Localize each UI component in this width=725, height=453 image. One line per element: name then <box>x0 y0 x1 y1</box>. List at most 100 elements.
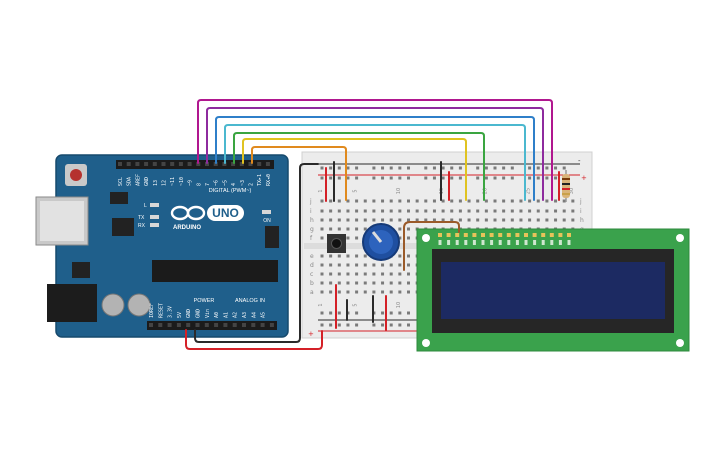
breadboard-hole[interactable] <box>441 209 445 213</box>
header-hole[interactable] <box>195 323 200 327</box>
breadboard-hole[interactable] <box>372 281 376 285</box>
rail-hole[interactable] <box>407 166 410 170</box>
breadboard-hole[interactable] <box>484 199 488 203</box>
breadboard-hole[interactable] <box>346 254 350 258</box>
breadboard-hole[interactable] <box>545 218 549 222</box>
rail-hole[interactable] <box>355 166 359 170</box>
lcd-pin[interactable] <box>446 233 451 237</box>
rail-hole[interactable] <box>536 176 540 180</box>
breadboard-hole[interactable] <box>389 281 393 285</box>
breadboard-hole[interactable] <box>363 254 367 258</box>
breadboard-hole[interactable] <box>329 209 333 213</box>
breadboard-hole[interactable] <box>432 199 436 203</box>
header-hole[interactable] <box>152 162 157 166</box>
breadboard-hole[interactable] <box>320 272 324 276</box>
header-hole[interactable] <box>149 323 153 327</box>
breadboard-hole[interactable] <box>346 199 350 203</box>
rail-hole[interactable] <box>398 166 402 170</box>
lcd-pin[interactable] <box>515 233 520 237</box>
breadboard-hole[interactable] <box>493 209 497 213</box>
header-hole[interactable] <box>251 323 256 327</box>
breadboard-hole[interactable] <box>398 227 402 231</box>
breadboard-hole[interactable] <box>363 281 367 285</box>
breadboard-hole[interactable] <box>337 209 341 213</box>
header-hole[interactable] <box>186 323 191 327</box>
lcd-pin[interactable] <box>541 233 546 237</box>
breadboard-hole[interactable] <box>415 209 419 213</box>
breadboard-hole[interactable] <box>337 281 341 285</box>
header-hole[interactable] <box>242 323 246 327</box>
breadboard-hole[interactable] <box>372 199 376 203</box>
rail-hole[interactable] <box>346 166 350 170</box>
header-hole[interactable] <box>269 323 274 327</box>
breadboard-hole[interactable] <box>458 199 462 203</box>
breadboard-hole[interactable] <box>372 263 376 267</box>
breadboard-hole[interactable] <box>467 218 471 222</box>
breadboard-hole[interactable] <box>329 199 333 203</box>
breadboard-hole[interactable] <box>329 263 333 267</box>
breadboard-hole[interactable] <box>536 199 540 203</box>
breadboard-hole[interactable] <box>363 199 367 203</box>
rail-hole[interactable] <box>320 166 324 170</box>
breadboard-hole[interactable] <box>320 281 324 285</box>
breadboard-hole[interactable] <box>363 272 367 276</box>
breadboard-hole[interactable] <box>450 218 454 222</box>
breadboard-hole[interactable] <box>441 199 445 203</box>
wire-pot-brown[interactable] <box>403 221 460 271</box>
breadboard-hole[interactable] <box>346 227 350 231</box>
breadboard-hole[interactable] <box>398 236 402 240</box>
breadboard-hole[interactable] <box>415 199 419 203</box>
breadboard-hole[interactable] <box>381 272 385 276</box>
breadboard-hole[interactable] <box>467 209 471 213</box>
lcd-pin[interactable] <box>472 233 477 237</box>
breadboard-hole[interactable] <box>320 236 324 240</box>
header-hole[interactable] <box>187 162 192 166</box>
rail-hole[interactable] <box>320 323 324 327</box>
rail-hole[interactable] <box>554 166 558 170</box>
wires[interactable] <box>185 99 560 350</box>
header-hole[interactable] <box>167 323 172 327</box>
breadboard-hole[interactable] <box>346 290 350 294</box>
rail-hole[interactable] <box>450 176 454 180</box>
breadboard-hole[interactable] <box>571 199 575 203</box>
breadboard-hole[interactable] <box>519 199 523 203</box>
rail-hole[interactable] <box>398 176 402 180</box>
breadboard-hole[interactable] <box>562 199 566 203</box>
breadboard-hole[interactable] <box>346 209 350 213</box>
breadboard-hole[interactable] <box>407 227 410 231</box>
lcd-pin[interactable] <box>567 233 571 237</box>
breadboard-hole[interactable] <box>502 218 506 222</box>
rail-hole[interactable] <box>441 166 445 170</box>
breadboard-hole[interactable] <box>424 209 428 213</box>
breadboard-hole[interactable] <box>346 236 350 240</box>
rail-hole[interactable] <box>346 323 350 327</box>
breadboard-hole[interactable] <box>355 281 359 285</box>
breadboard-hole[interactable] <box>355 263 359 267</box>
rail-hole[interactable] <box>545 176 549 180</box>
lcd-pin[interactable] <box>455 233 460 237</box>
breadboard-hole[interactable] <box>355 236 359 240</box>
breadboard-hole[interactable] <box>528 209 532 213</box>
header-hole[interactable] <box>239 162 244 166</box>
breadboard-hole[interactable] <box>381 290 385 294</box>
breadboard-hole[interactable] <box>337 290 341 294</box>
rail-hole[interactable] <box>407 323 410 327</box>
breadboard-hole[interactable] <box>346 272 350 276</box>
breadboard-hole[interactable] <box>424 199 428 203</box>
rail-hole[interactable] <box>536 166 540 170</box>
breadboard-hole[interactable] <box>407 272 410 276</box>
breadboard-hole[interactable] <box>389 209 393 213</box>
breadboard-hole[interactable] <box>476 218 480 222</box>
breadboard-hole[interactable] <box>337 218 341 222</box>
breadboard-hole[interactable] <box>320 209 324 213</box>
breadboard-hole[interactable] <box>329 272 333 276</box>
rail-hole[interactable] <box>389 176 393 180</box>
rail-hole[interactable] <box>493 176 497 180</box>
header-hole[interactable] <box>178 162 183 166</box>
header-hole[interactable] <box>213 162 218 166</box>
rail-hole[interactable] <box>398 323 402 327</box>
lcd-pin[interactable] <box>463 233 468 237</box>
breadboard-hole[interactable] <box>476 209 480 213</box>
rail-hole[interactable] <box>510 166 514 170</box>
rail-hole[interactable] <box>337 166 341 170</box>
